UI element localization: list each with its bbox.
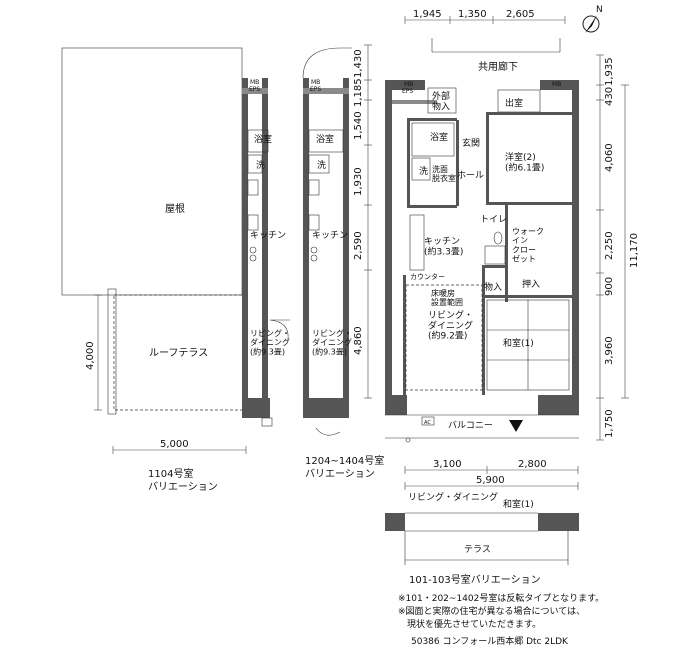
- variant-1204-eps: EPS: [310, 86, 321, 93]
- living-label: リビング・ダイニング(約9.2畳): [428, 309, 473, 342]
- variant-101-terrace-label: テラス: [464, 544, 491, 555]
- variant-1204-plan: MB EPS 浴室 洗 キッチン リビング・ダイニング(約9.3畳): [302, 47, 352, 436]
- counter-label: カウンター: [410, 272, 445, 281]
- variant-1104-bath-label: 浴室: [254, 133, 272, 145]
- exit-label: 出室: [505, 97, 523, 109]
- washroom-label: 洗面脱衣室: [432, 164, 456, 183]
- main-mb-right: MB: [552, 81, 561, 88]
- variant-101-living-label: リビング・ダイニング: [408, 491, 498, 503]
- bath-label: 浴室: [430, 131, 448, 143]
- note-1: ※101・202~1402号室は反転タイプとなります。: [398, 594, 605, 604]
- main-mb-left: MB: [404, 81, 413, 88]
- mid-dim-5: 2,590: [353, 231, 364, 260]
- western-room-label: 洋室(2)(約6.1畳): [505, 151, 544, 173]
- variant-1204-mb: MB: [311, 79, 320, 86]
- top-dim-2: 1,350: [458, 9, 487, 20]
- storage-ext-label: 外部物入: [432, 90, 450, 112]
- variant-1104-eps: EPS: [249, 86, 260, 93]
- left-dim-width: 5,000: [160, 439, 189, 450]
- variant-1204-kitchen-label: キッチン: [312, 230, 348, 241]
- mid-dim-1: 1,430: [353, 49, 364, 78]
- variant-1104-plan: 屋根 ルーフテラス MB EPS 浴室 洗 キッチン リビング・ダイニング(約9…: [61, 47, 290, 427]
- variant-101-japanese-label: 和室(1): [503, 498, 534, 510]
- mid-dim-3: 1,540: [353, 111, 364, 140]
- bottom-dim-1: 3,100: [433, 459, 462, 470]
- bottom-dim-2: 2,800: [518, 459, 547, 470]
- north-label: N: [596, 5, 603, 15]
- top-dim-3: 2,605: [506, 9, 535, 20]
- right-dim-6: 3,960: [604, 336, 615, 365]
- walkin-label: ウォークインクローゼット: [512, 227, 544, 264]
- right-dim-5: 900: [604, 277, 615, 296]
- japanese-room-label: 和室(1): [503, 337, 534, 349]
- right-dimension-line: 1,935 430 4,060 2,250 900 3,960 1,750 11…: [596, 54, 640, 441]
- heater-label: 床暖房設置範囲: [431, 288, 463, 307]
- middle-dimension-line: 1,430 1,185 1,540 1,930 2,590 4,860: [353, 44, 372, 399]
- kitchen-label: キッチン(約3.3畳): [424, 236, 463, 257]
- bottom-dimension-line: 3,100 2,800 5,900: [404, 459, 579, 490]
- right-dim-total: 11,170: [629, 233, 640, 268]
- right-dim-1: 1,935: [604, 57, 615, 86]
- mid-dim-2: 1,185: [353, 78, 364, 107]
- main-ac-label: AC: [424, 420, 431, 426]
- entrance-label: 玄関: [462, 137, 480, 149]
- variant-1104-caption: 1104号室 バリエーション: [148, 469, 218, 493]
- note-3: 現状を優先させていただきます。: [398, 620, 542, 630]
- bottom-dim-total: 5,900: [476, 475, 505, 486]
- storage-label: 物入: [484, 281, 502, 293]
- variant-1204-living-label: リビング・ダイニング(約9.3畳): [312, 328, 352, 356]
- variant-101-plan: リビング・ダイニング 和室(1) テラス 101-103号室バリエーション: [385, 491, 579, 586]
- right-dim-4: 2,250: [604, 231, 615, 260]
- mid-dim-4: 1,930: [353, 167, 364, 196]
- right-dim-2: 430: [604, 87, 615, 106]
- note-2: ※図面と実際の住宅が異なる場合については、: [398, 607, 586, 617]
- toilet-label: トイレ: [480, 215, 507, 225]
- closet-label: 押入: [522, 278, 540, 290]
- variant-1204-bath-label: 浴室: [316, 133, 334, 145]
- variant-1104-kitchen-label: キッチン: [250, 230, 286, 241]
- main-unit-plan: 共用廊下 MB EPS MB 外部物入 出室 浴室 玄関: [385, 38, 579, 443]
- corridor-label: 共用廊下: [478, 60, 518, 73]
- variant-1104-mb: MB: [250, 79, 259, 86]
- wash-label: 洗: [419, 165, 428, 177]
- right-dim-3: 4,060: [604, 143, 615, 172]
- variant-101-caption: 101-103号室バリエーション: [409, 573, 541, 586]
- variant-1104-wash-label: 洗: [256, 159, 265, 171]
- variant-1204-caption: 1204~1404号室 バリエーション: [305, 456, 385, 480]
- main-eps: EPS: [402, 88, 413, 95]
- balcony-label: バルコニー: [448, 420, 493, 431]
- north-arrow-icon: N: [582, 5, 603, 33]
- footer-label: 50386 コンフォール西本郷 Dtc 2LDK: [411, 637, 568, 647]
- left-dimension-line: 5,000 4,000: [85, 294, 247, 454]
- mid-dim-6: 4,860: [353, 326, 364, 355]
- variant-1204-wash-label: 洗: [317, 159, 326, 171]
- left-dim-height: 4,000: [85, 341, 96, 370]
- variant-1104-terrace-label: ルーフテラス: [149, 347, 208, 359]
- top-dim-1: 1,945: [413, 9, 442, 20]
- right-dim-7: 1,750: [604, 409, 615, 438]
- variant-1104-living-label: リビング・ダイニング(約9.3畳): [250, 328, 290, 356]
- hall-label: ホール: [457, 170, 484, 181]
- variant-1104-roof-label: 屋根: [165, 202, 185, 215]
- top-dimension-line: 1,945 1,350 2,605: [404, 9, 566, 24]
